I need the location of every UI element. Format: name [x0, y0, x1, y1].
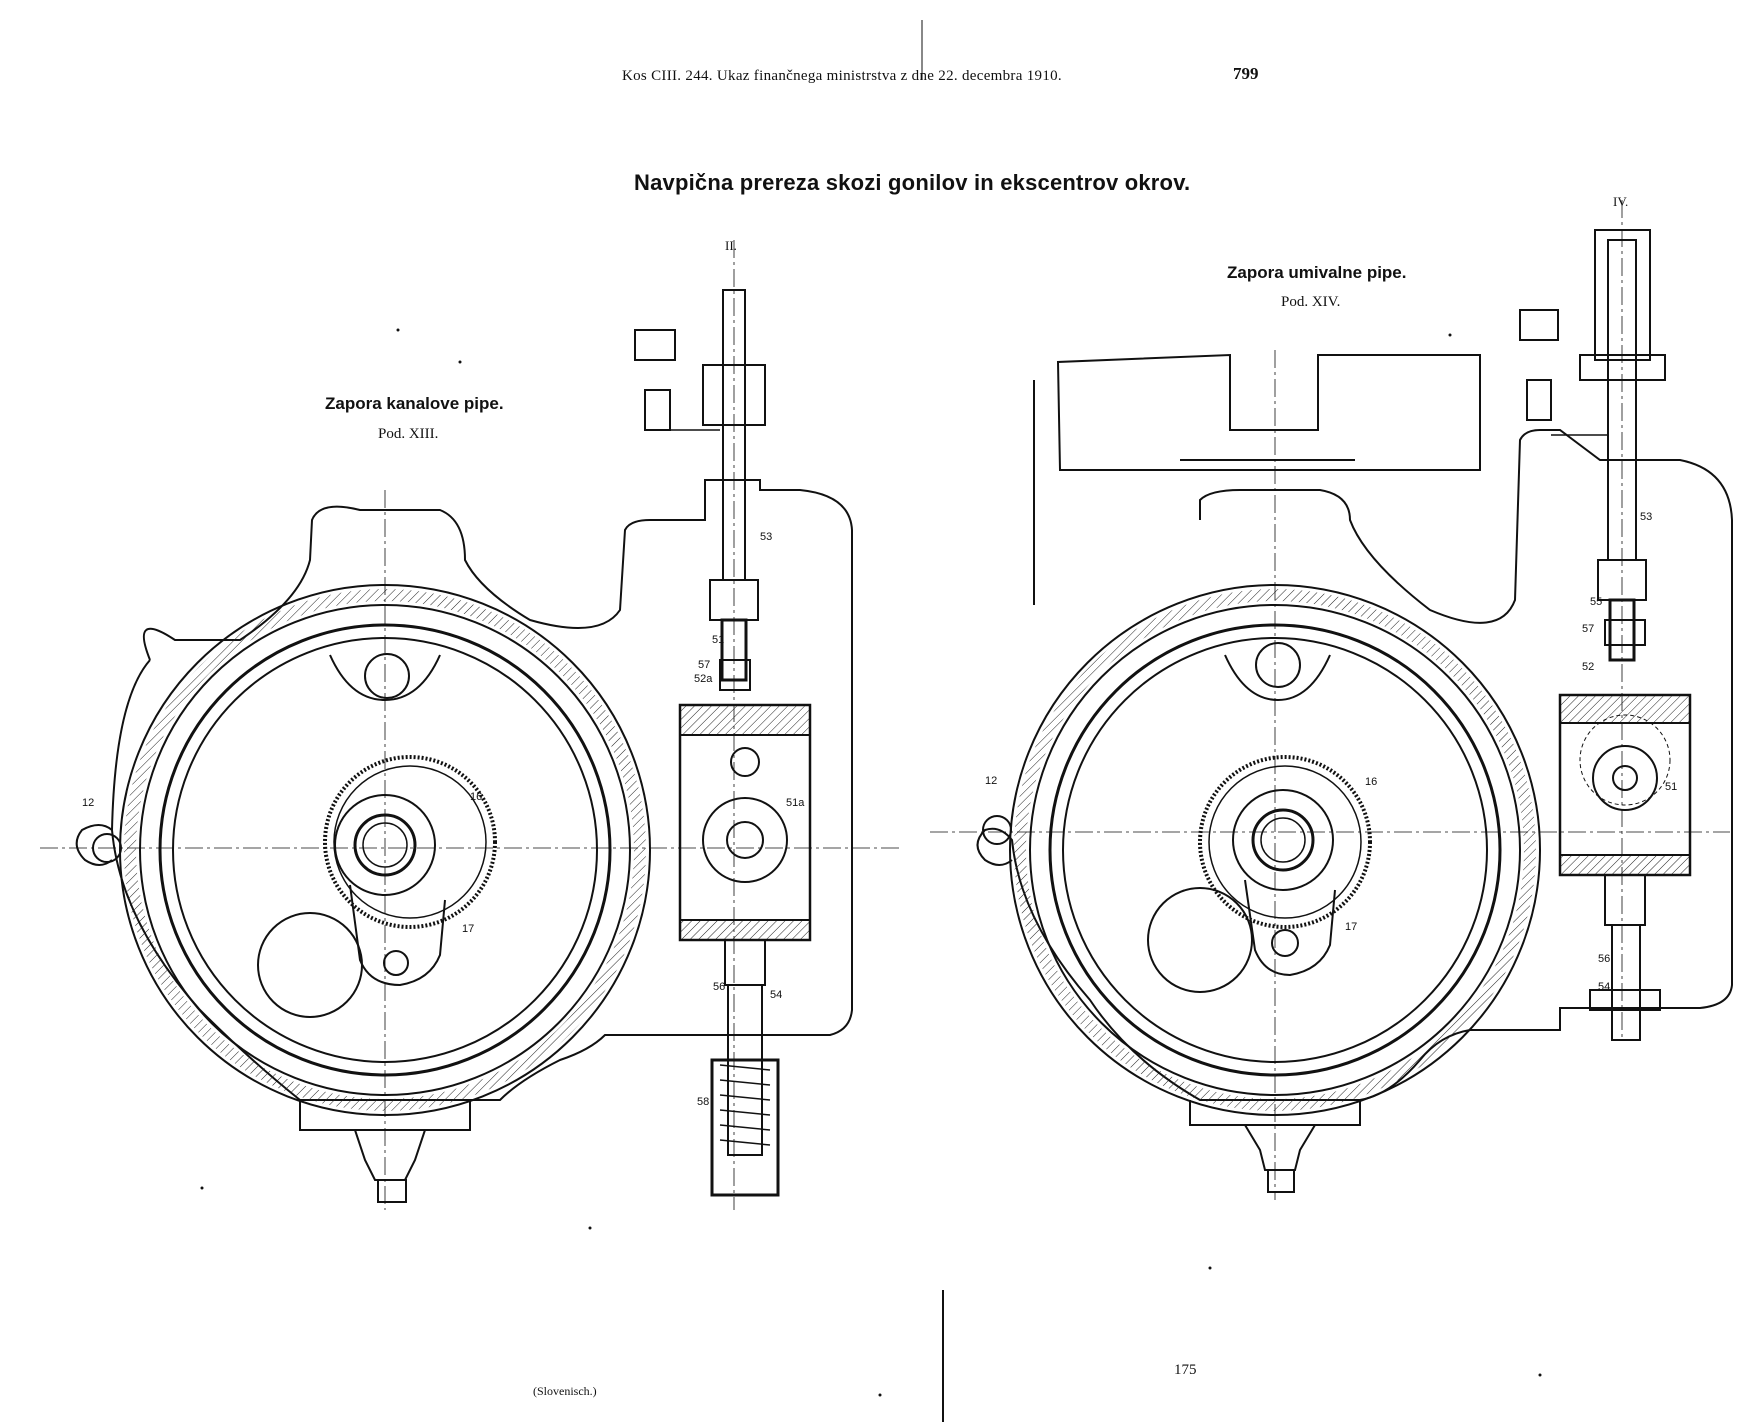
header-page-number: 799: [1233, 64, 1259, 83]
svg-text:58: 58: [697, 1096, 709, 1108]
fig13-section-mark: II.: [725, 238, 737, 253]
svg-text:57: 57: [1582, 623, 1594, 635]
footer-language-note: (Slovenisch.): [533, 1384, 597, 1398]
svg-text:12: 12: [82, 797, 94, 809]
svg-text:54: 54: [1598, 981, 1610, 993]
figure-14-title: Zapora umivalne pipe.: [1227, 263, 1407, 282]
figure-13-drawing: [40, 240, 900, 1210]
fig14-section-mark: IV.: [1613, 194, 1628, 209]
svg-text:56: 56: [713, 981, 725, 993]
svg-text:16: 16: [1365, 776, 1377, 788]
svg-text:51a: 51a: [786, 797, 805, 809]
svg-text:52: 52: [1582, 661, 1594, 673]
page-title: Navpična prereza skozi gonilov in ekscen…: [634, 170, 1191, 195]
svg-text:53: 53: [760, 531, 772, 543]
footer-page-number: 175: [1174, 1362, 1197, 1378]
svg-text:12: 12: [985, 775, 997, 787]
svg-text:17: 17: [1345, 921, 1357, 933]
svg-text:53: 53: [1640, 511, 1652, 523]
svg-text:16: 16: [470, 791, 482, 803]
svg-text:51: 51: [712, 634, 724, 646]
svg-text:51: 51: [1665, 781, 1677, 793]
svg-text:55: 55: [1590, 596, 1602, 608]
svg-text:17: 17: [462, 923, 474, 935]
figure-13-title: Zapora kanalove pipe.: [325, 394, 504, 413]
svg-text:56: 56: [1598, 953, 1610, 965]
svg-text:52a: 52a: [694, 673, 713, 685]
figure-14-subtitle: Pod. XIV.: [1281, 294, 1341, 310]
svg-text:57: 57: [698, 659, 710, 671]
svg-text:54: 54: [770, 989, 782, 1001]
running-header: Kos CIII. 244. Ukaz finančnega ministrst…: [622, 68, 1062, 84]
figure-14-drawing: [930, 200, 1733, 1200]
figure-13-subtitle: Pod. XIII.: [378, 426, 439, 442]
